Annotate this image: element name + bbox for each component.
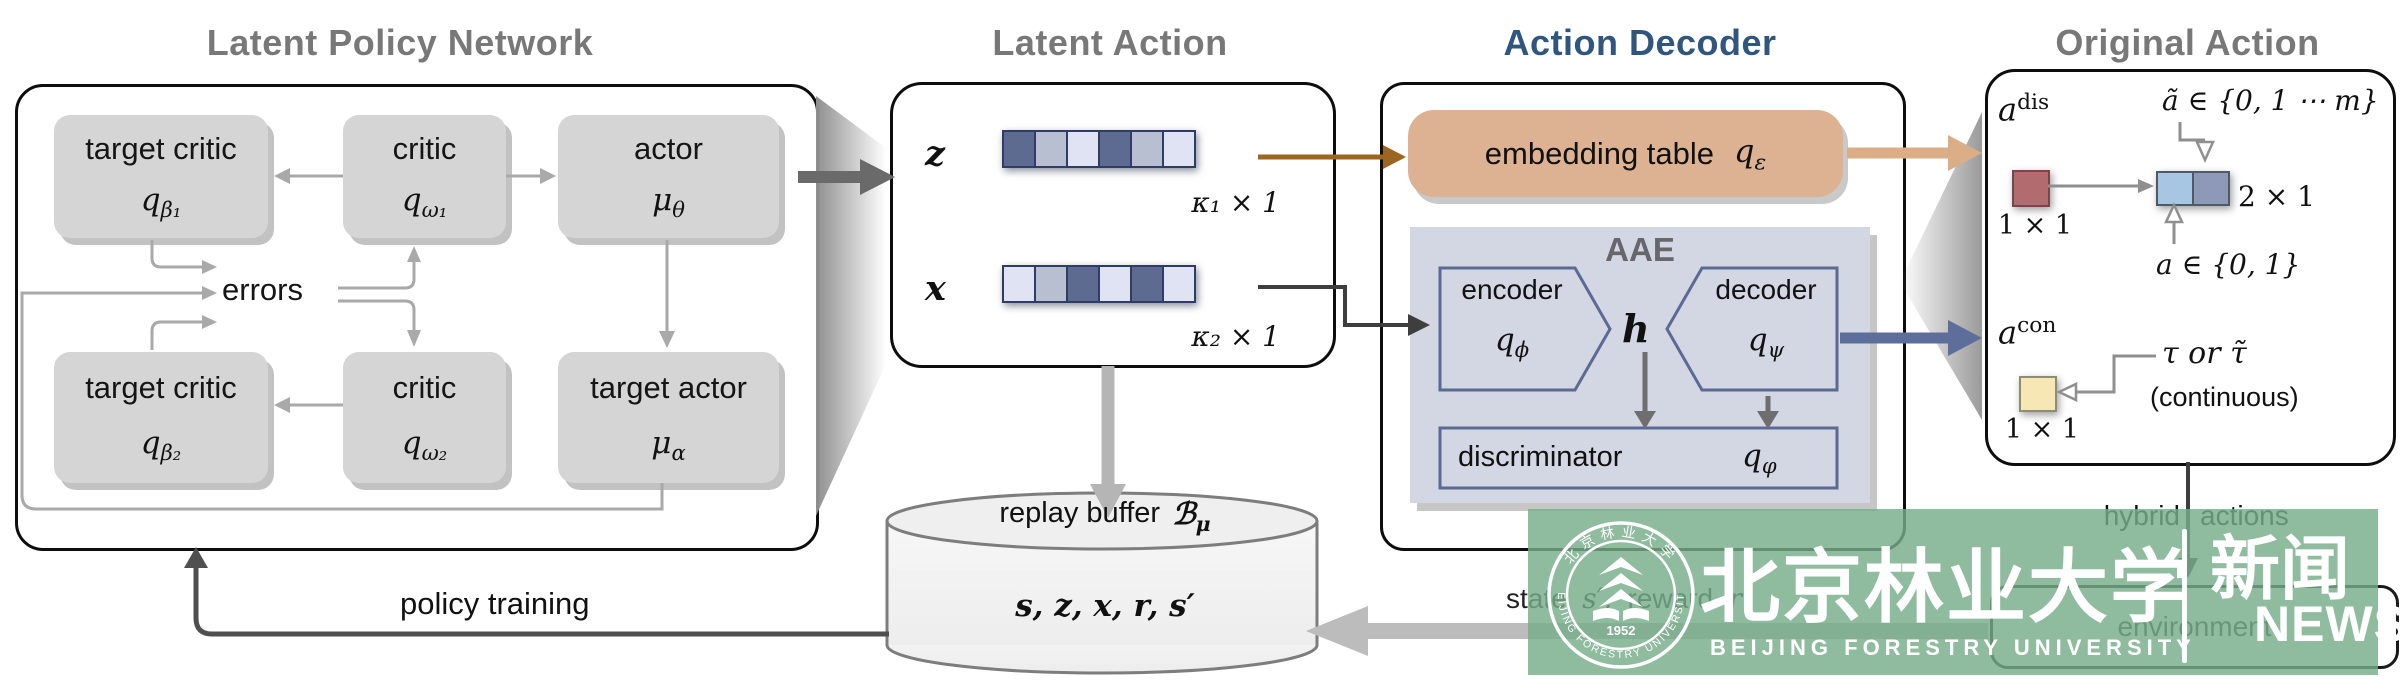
replay-buffer-title: replay buffer ℬμ	[999, 497, 1211, 536]
latent-policy-network-title: Latent Policy Network	[206, 22, 594, 63]
target-actor-math: μα	[651, 424, 686, 465]
actor-node: actor μθ	[558, 115, 779, 238]
discrete-action-square	[2012, 170, 2050, 207]
critic-1-node: critic qω₁	[343, 115, 506, 238]
z-dimension-label: κ₁ × 1	[1191, 186, 1280, 219]
critic-1-math: qω₁	[401, 182, 448, 223]
vector-cell-dark	[1130, 265, 1164, 303]
vector-cell-mid	[1130, 130, 1164, 168]
critic-2-node: critic qω₂	[343, 352, 506, 483]
latent-h-label: h	[1622, 306, 1650, 351]
vector-cell-light	[1098, 265, 1132, 303]
x-dimension-label: κ₂ × 1	[1191, 320, 1280, 353]
pair-size-label: 2 × 1	[2238, 180, 2315, 213]
discriminator-label: discriminator	[1458, 441, 1623, 473]
seal-year: 1952	[1607, 623, 1636, 638]
vector-cell-dark	[1002, 130, 1036, 168]
watermark-news-cn: 新闻	[2210, 528, 2350, 610]
continuous-action-square	[2019, 376, 2057, 412]
encoder-label: encoder	[1461, 274, 1563, 305]
embedding-table-box: embedding table qε	[1408, 110, 1843, 197]
decoder-label: decoder	[1715, 274, 1817, 305]
policy-training-label: policy training	[400, 586, 590, 621]
continuous-size-label: 1 × 1	[2004, 414, 2080, 445]
replay-buffer-math: ℬμ	[1172, 497, 1211, 536]
z-vector-label: z	[925, 133, 945, 174]
vector-cell-light	[1002, 265, 1036, 303]
one-hot-pair-cells	[2156, 171, 2230, 206]
original-action-title: Original Action	[2055, 22, 2320, 63]
target-critic-1-node: target critic qβ₁	[54, 115, 268, 238]
vector-cell-mid	[1034, 130, 1068, 168]
encoder-math: qϕ	[1494, 322, 1530, 363]
x-vector-label: x	[925, 268, 946, 309]
left-funnel-shadow	[816, 96, 886, 516]
a-con-label: acon	[1998, 313, 2057, 352]
actor-label: actor	[634, 130, 703, 166]
aae-label: AAE	[1605, 231, 1675, 268]
vector-cell-dark	[1066, 265, 1100, 303]
continuous-note-label: (continuous)	[2150, 382, 2299, 412]
actor-math: μθ	[652, 182, 685, 223]
embedding-table-math: qε	[1734, 131, 1767, 176]
target-critic-1-label: target critic	[85, 130, 237, 166]
discrete-size-label: 1 × 1	[1997, 210, 2073, 241]
vector-cell-light	[1162, 130, 1196, 168]
embedding-table-label: embedding table	[1484, 135, 1715, 171]
seal-tree-emblem	[1593, 557, 1649, 621]
target-critic-2-label: target critic	[85, 370, 237, 406]
critic-1-label: critic	[392, 130, 457, 166]
target-critic-2-math: qβ₂	[140, 424, 182, 465]
a-dis-label: adis	[1998, 90, 2050, 129]
a-set-label: a ∈ {0, 1}	[2156, 248, 2301, 281]
watermark-university-en: BEIJING FORESTRY UNIVERSITY	[1710, 635, 2196, 660]
x-vector-cells	[1002, 265, 1196, 303]
a-tilde-set-label: ã ∈ {0, 1 ⋯ m}	[2162, 84, 2379, 117]
target-actor-label: target actor	[590, 370, 747, 406]
replay-buffer-contents: s, z, x, r, s′	[1015, 588, 1195, 624]
vector-cell-dark	[1098, 130, 1132, 168]
target-critic-2-node: target critic qβ₂	[54, 352, 268, 483]
vector-cell-light	[1066, 130, 1100, 168]
tau-label: τ or τ̃	[2162, 336, 2247, 371]
discriminator-math: qφ	[1742, 438, 1777, 479]
z-vector-cells	[1002, 130, 1196, 168]
critic-2-label: critic	[392, 370, 457, 406]
latent-action-title: Latent Action	[992, 22, 1228, 63]
action-decoder-title: Action Decoder	[1503, 22, 1777, 63]
watermark-news-en: NEWS	[2254, 596, 2400, 652]
vector-cell-mid	[1034, 265, 1068, 303]
vector-cell-light	[1162, 265, 1196, 303]
news-watermark: 1952 北京林业大学 BEIJING FORESTRY UNIVERSITY …	[1528, 509, 2400, 675]
pair-cell-left	[2156, 171, 2194, 206]
target-actor-node: target actor μα	[558, 352, 779, 483]
right-funnel-shadow	[1900, 112, 1982, 420]
errors-label: errors	[222, 272, 303, 307]
university-seal: 1952 北京林业大学 BEIJING FORESTRY UNIVERSITY	[1536, 511, 1695, 669]
decoder-math: qψ	[1747, 322, 1785, 363]
pair-cell-right	[2192, 171, 2230, 206]
watermark-university-cn: 北京林业大学	[1700, 541, 2192, 634]
critic-2-math: qω₂	[401, 424, 448, 465]
target-critic-1-math: qβ₁	[140, 182, 182, 223]
watermark-divider	[2182, 529, 2187, 663]
